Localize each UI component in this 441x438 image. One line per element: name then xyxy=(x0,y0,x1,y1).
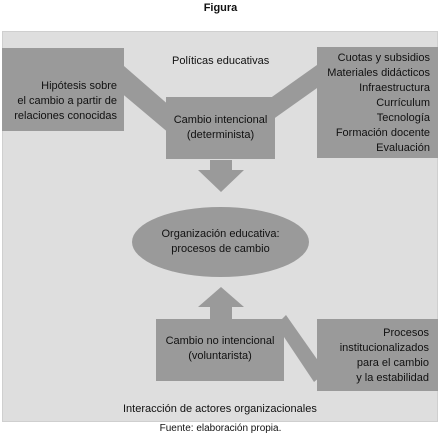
center-ellipse-line-2: procesos de cambio xyxy=(171,243,270,255)
right-bottom-box-line-2: institucionalizados xyxy=(339,342,429,354)
right-bottom-box-line-4: y la estabilidad xyxy=(356,372,429,384)
left-top-box-line-1: Hipótesis sobre xyxy=(41,80,117,92)
right-top-box-line-3: Infraestructura xyxy=(359,82,430,94)
down-arrow xyxy=(198,160,244,192)
right-top-box-line-7: Evaluación xyxy=(376,142,430,154)
right-top-connector xyxy=(262,60,334,120)
right-top-box-line-2: Materiales didácticos xyxy=(327,67,430,79)
right-bottom-connector xyxy=(276,315,326,382)
figure-source: Fuente: elaboración propia. xyxy=(159,423,282,434)
center-ellipse-line-1: Organización educativa: xyxy=(161,228,280,240)
right-top-box-line-6: Formación docente xyxy=(335,127,430,139)
center-bottom-box-line-1: Cambio no intencional xyxy=(165,335,275,347)
right-bottom-box-line-3: para el cambio xyxy=(356,357,429,369)
top-label: Políticas educativas xyxy=(172,55,270,67)
up-arrow xyxy=(198,287,244,322)
right-top-box-line-1: Cuotas y subsidios xyxy=(337,52,430,64)
right-bottom-box: Procesos institucionalizados para el cam… xyxy=(317,319,438,391)
left-top-box-line-2: el cambio a partir de xyxy=(17,95,117,107)
figure-title: Figura xyxy=(203,2,238,14)
right-bottom-box-line-1: Procesos xyxy=(383,327,429,339)
bottom-label: Interacción de actores organizacionales xyxy=(123,403,317,415)
right-top-box-line-5: Tecnología xyxy=(376,112,430,124)
left-top-box: Hipótesis sobre el cambio a partir de re… xyxy=(2,48,124,131)
center-top-box: Cambio intencional (determinista) xyxy=(166,97,275,159)
right-top-box: Cuotas y subsidios Materiales didácticos… xyxy=(317,47,438,158)
center-bottom-box-line-2: (voluntarista) xyxy=(188,350,252,362)
left-top-box-line-3: relaciones conocidas xyxy=(14,110,117,122)
right-top-box-line-4: Currículum xyxy=(376,97,430,109)
center-ellipse: Organización educativa: procesos de camb… xyxy=(132,207,309,277)
center-top-box-line-2: (determinista) xyxy=(186,129,255,141)
center-bottom-box: Cambio no intencional (voluntarista) xyxy=(156,319,284,381)
center-top-box-line-1: Cambio intencional xyxy=(173,114,268,126)
